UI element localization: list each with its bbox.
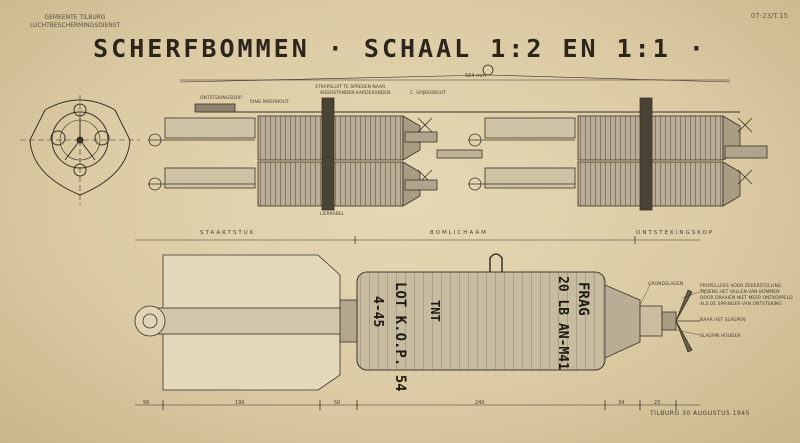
right-bomb-pair <box>468 97 768 211</box>
dim-50: 50 <box>334 400 341 406</box>
note-slagpin-houder: SLAGPIN HOUDER <box>700 334 741 339</box>
dim-240: 240 <box>475 400 485 406</box>
band-label: LIERKABEL <box>320 212 345 217</box>
department-line-2: LUCHTBESCHERMINGSDIENST <box>30 22 121 29</box>
note-propellers: PROPELLERS VOOR ZEKERSTELLING <box>700 284 782 289</box>
drawing-title: SCHERFBOMMEN · SCHAAL 1:2 EN 1:1 · <box>93 34 707 63</box>
stencil-type: 20 LB AN-M41 <box>555 276 570 370</box>
note-springer: ALS DE SPRINGER VAN ONTSTEKING <box>700 302 782 307</box>
fuse-cap-label: ONTSTEKINGSDOP <box>200 96 242 101</box>
dim-34: 34 <box>618 400 625 406</box>
note-grondslagen: GRONDSLAGEN <box>648 282 684 287</box>
note-draaien: DOOR DRAAIEN NIET MEER ONTKOPPELD <box>700 296 793 301</box>
strap-label: STRAPSLUIT TE SPREKEN NAAR <box>315 85 386 90</box>
top-view-cluster <box>148 64 768 211</box>
dim-56: 56 <box>143 400 150 406</box>
side-view-bomb <box>134 236 706 410</box>
department-line-1: GEMEENTE TILBURG <box>44 14 106 21</box>
drawing-code: 07-23/T.15 <box>750 12 788 20</box>
end-view-cluster <box>20 95 140 205</box>
stencil-lot: LOT K.O.P. 54 <box>392 282 408 392</box>
overall-length-dim: 584 mm <box>465 73 486 79</box>
dim-23: 23 <box>654 400 661 406</box>
body-section-label: BOMLICHAAM <box>430 230 488 236</box>
stencil-frag: FRAG <box>575 282 591 316</box>
strap-label-2: WEERSTANDEN KARDERANDEN <box>320 91 391 96</box>
note-slagpen: NAAR HET SLAGPEN <box>700 318 746 323</box>
department-stamp: GEMEENTE TILBURG LUCHTBESCHERMINGSDIENST <box>30 14 120 30</box>
stencil-tnt: TNT <box>428 300 442 322</box>
stencil-date: 4-45 <box>370 296 385 328</box>
tail-section-label: STAARTSTUK <box>200 230 256 236</box>
ring-bolt-label: RING MOERBOUT <box>250 100 289 105</box>
place-date: TILBURG 30 AUGUSTUS 1945 <box>650 410 750 417</box>
dim-190: 190 <box>235 400 245 406</box>
fuse-section-label: ONTSTEKINGSKOP <box>636 230 715 236</box>
rod-label: C. SPIJKERBOUT <box>410 91 446 96</box>
note-vallen: TIJDENS HET VALLEN VAN BOMMEN <box>700 290 780 295</box>
left-bomb-pair <box>148 97 438 211</box>
